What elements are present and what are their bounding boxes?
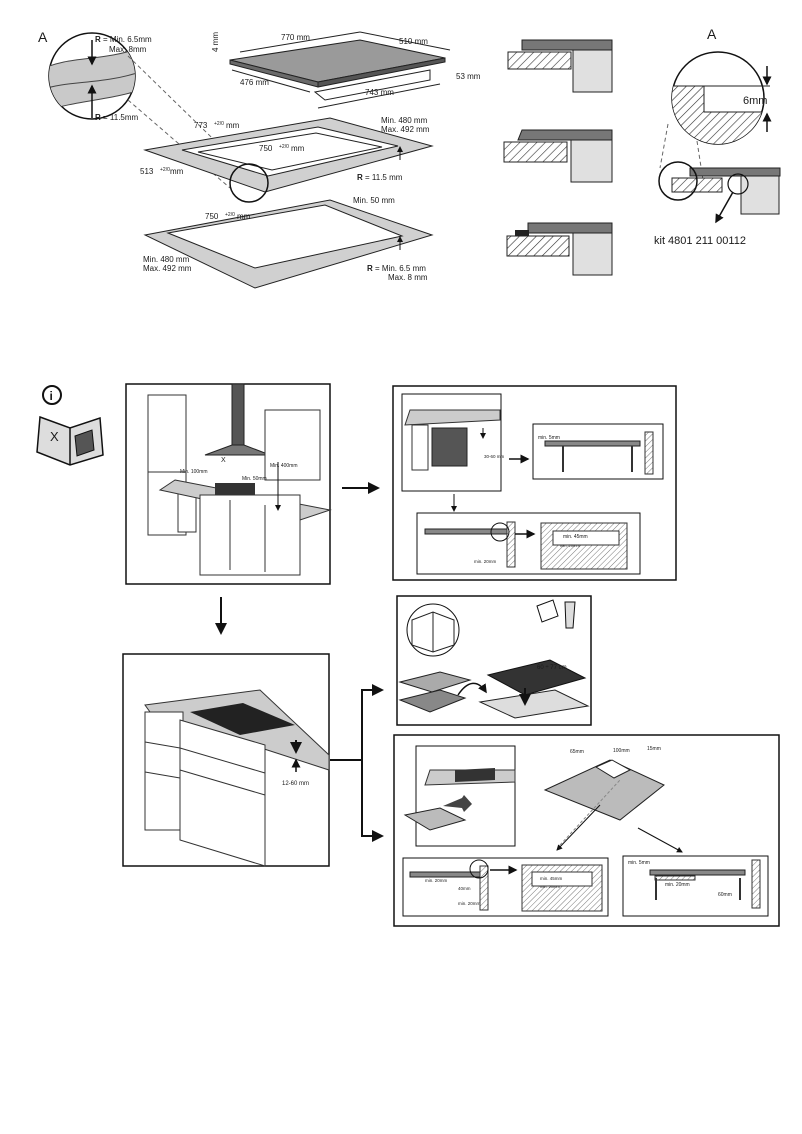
detail-a-right: A 6mm kit 4801 211 00112 — [654, 26, 781, 247]
cutout-r-max: Max. 8 mm — [388, 273, 428, 282]
hob-height: 53 mm — [456, 72, 481, 81]
cutout-range-label: 60 ÷ 77 cm — [537, 665, 567, 671]
panel-cutout-template: 60 ÷ 77 cm — [396, 595, 592, 726]
r-bottom-prefix: R — [95, 113, 101, 122]
kitchen-x: X — [221, 457, 226, 464]
min-20-b: min. 20mm — [474, 559, 497, 564]
panel-40: 40mm — [458, 886, 471, 891]
frame-max-depth: Max. 492 mm — [381, 125, 430, 134]
hob-width: 770 mm — [281, 33, 310, 42]
frame-r-prefix: R — [357, 173, 363, 182]
cutout-width-tol: +2/0 — [225, 212, 235, 218]
panel-min-5: min. 5mm — [628, 860, 650, 866]
panel-100: 100mm — [613, 748, 630, 754]
frame-r-value: = 11.5 mm — [365, 173, 403, 182]
detail-gap: 6mm — [743, 95, 767, 107]
hob-plate: 770 mm 510 mm 53 mm 476 mm 743 mm 4 mm — [211, 31, 481, 109]
panel-65: 65mm — [570, 749, 584, 755]
cutout-min-depth: Min. 480 mm — [143, 255, 190, 264]
kit-label: kit 4801 211 00112 — [654, 235, 746, 247]
hob-inner-depth: 476 mm — [240, 78, 269, 87]
panel-15: 15mm — [647, 746, 661, 752]
hob-depth: 510 mm — [399, 37, 428, 46]
kitchen-min-100: Min. 100mm — [180, 469, 208, 475]
cutout-max-depth: Max. 492 mm — [143, 264, 192, 273]
panel-min-20-d: min. 20mm — [665, 882, 690, 888]
panel-min-20-b: min. 20mm — [540, 884, 560, 889]
min-45: min. 45mm — [563, 534, 588, 540]
cutout-width: 750 — [205, 212, 219, 221]
section-profiles — [503, 39, 613, 276]
frame-outer-depth: 513 — [140, 167, 154, 176]
info-icon: i — [42, 385, 62, 405]
frame-outer-depth-tol: +2/0 — [160, 167, 170, 173]
min-20-a: min. 20mm — [560, 543, 580, 548]
r-bottom-value: = 11.5mm — [103, 113, 139, 122]
panel-60: 60mm — [718, 892, 732, 898]
cutout-min: Min. 50 mm — [353, 196, 395, 205]
oven-range: 30-60 mm — [484, 454, 505, 459]
frame-inner-width-tol: +2/0 — [279, 144, 289, 150]
panel-counter-closeup: 12-60 mm — [122, 653, 330, 867]
frame-outer-width: 773 — [194, 121, 208, 130]
panel-min-20: min. 20mm — [425, 878, 448, 883]
kitchen-min-50: Min. 50mm — [242, 476, 267, 482]
cutout-r-min: = Min. 6.5 mm — [375, 264, 426, 273]
label-a-left: A — [38, 29, 48, 45]
panel-oven-install: 30-60 mm min. 5mm min. 45mm min. 20mm mi… — [392, 385, 677, 581]
manual-book-icon: X — [36, 415, 104, 466]
hob-inner-width: 743 mm — [365, 88, 394, 97]
panel-min-20-c: min. 20mm — [458, 901, 481, 906]
label-a-right: A — [707, 26, 717, 42]
cutout-width-unit: mm — [237, 212, 251, 221]
hob-thickness: 4 mm — [211, 32, 220, 52]
book-x-mark: X — [50, 429, 59, 444]
wall-min-5: min. 5mm — [538, 435, 560, 441]
kitchen-min-400: Min. 400mm — [270, 463, 298, 469]
frame-inner-width: 750 — [259, 144, 273, 153]
r-top-min: = Min. 6.5mm — [103, 35, 152, 44]
frame-outer-depth-unit: mm — [170, 167, 184, 176]
r-top-prefix: R — [95, 35, 101, 44]
panel-min-45: min. 45mm — [540, 876, 563, 881]
panel-kitchen-overview: Min. 100mm X Min. 50mm Min. 400mm — [125, 383, 332, 585]
cutout-r-prefix: R — [367, 264, 373, 273]
worktop-cutout: 750 +2/0 mm Min. 50 mm Min. 480 mm Max. … — [143, 196, 434, 289]
worktop-frame: 773 +2/0 mm 750 +2/0 mm 513 +2/0 mm Min.… — [140, 116, 434, 203]
frame-outer-width-unit: mm — [226, 121, 240, 130]
frame-min-depth: Min. 480 mm — [381, 116, 428, 125]
frame-inner-width-unit: mm — [291, 144, 305, 153]
panel-side-install: 65mm 100mm 15mm min. 20mm min. 45mm 40mm… — [393, 734, 780, 927]
r-top-max: Max. 8mm — [109, 45, 147, 54]
svg-text:i: i — [50, 389, 53, 403]
frame-outer-width-tol: +2/0 — [214, 121, 224, 127]
counter-range: 12-60 mm — [282, 781, 309, 787]
